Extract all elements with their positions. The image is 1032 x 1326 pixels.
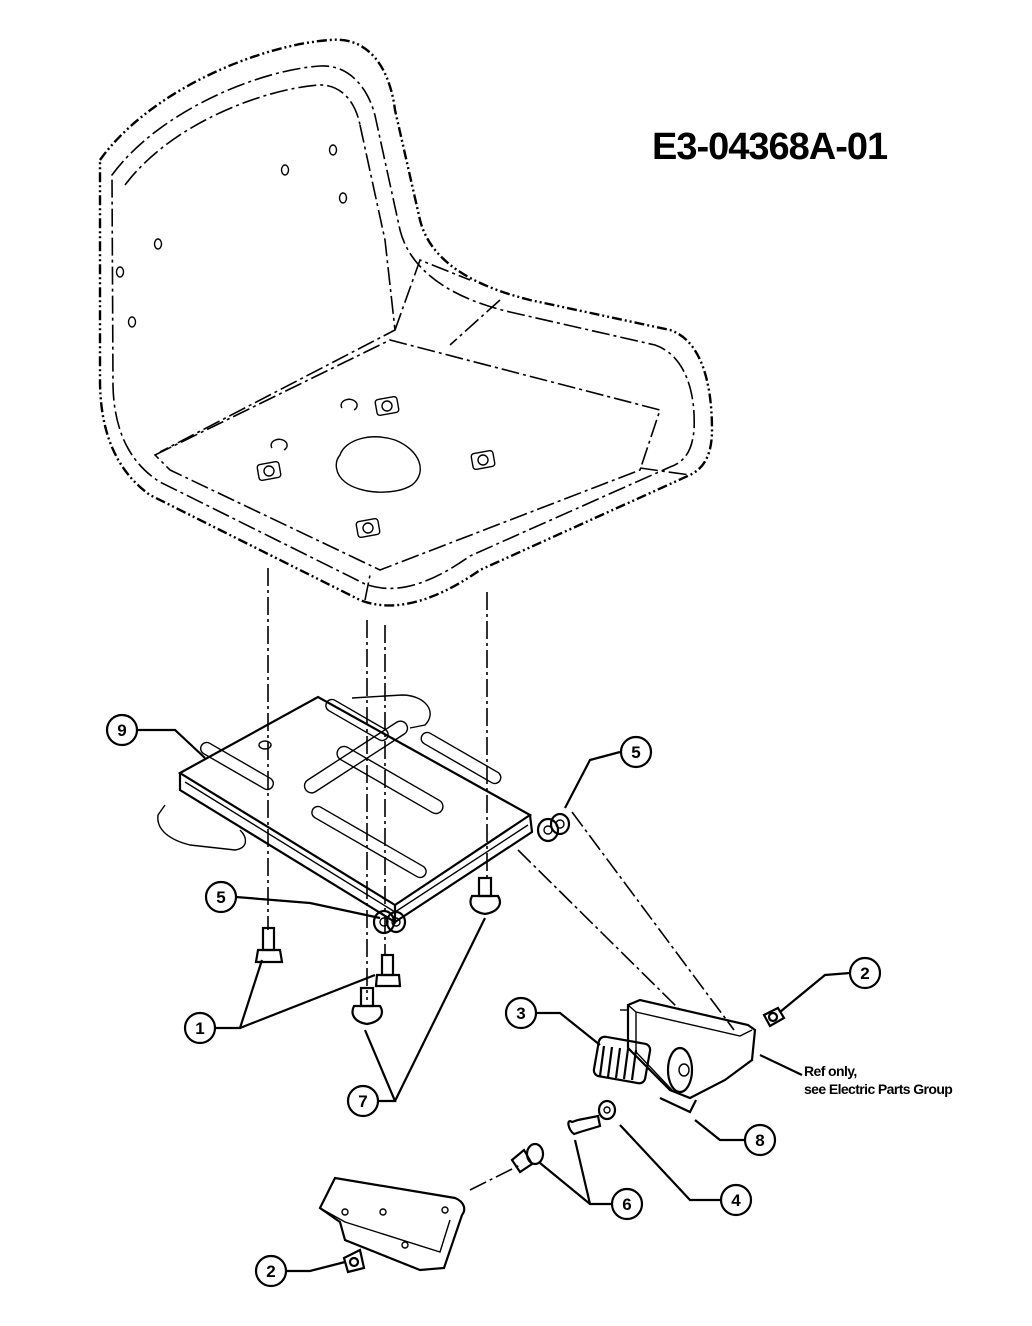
- fastener-parts: [254, 876, 501, 1026]
- callout-1: 1: [183, 1011, 217, 1045]
- reference-note: Ref only, see Electric Parts Group: [804, 1062, 953, 1098]
- seat-mounting-plate: [157, 694, 560, 935]
- svg-text:6: 6: [622, 1195, 631, 1214]
- callout-8: 8: [743, 1123, 777, 1157]
- callout-4: 4: [719, 1183, 753, 1217]
- svg-text:2: 2: [266, 1262, 275, 1281]
- lower-bracket: [318, 1142, 545, 1274]
- leader-lines: [138, 728, 851, 1273]
- callout-2-lower: 2: [254, 1254, 288, 1288]
- washer-parts: [385, 812, 571, 934]
- svg-text:4: 4: [731, 1191, 741, 1210]
- callout-2-upper: 2: [848, 956, 882, 990]
- callout-6: 6: [610, 1187, 644, 1221]
- assembly-centerlines: [267, 568, 735, 1191]
- svg-text:9: 9: [117, 721, 126, 740]
- svg-text:1: 1: [195, 1019, 204, 1038]
- reference-note-line-1: Ref only,: [804, 1063, 857, 1079]
- svg-text:2: 2: [860, 964, 869, 983]
- callout-7: 7: [346, 1084, 380, 1118]
- svg-text:5: 5: [216, 888, 225, 907]
- seat-switch-assembly: [567, 998, 786, 1136]
- callout-3: 3: [504, 996, 538, 1030]
- callout-9: 9: [105, 713, 139, 747]
- svg-text:7: 7: [358, 1092, 367, 1111]
- drawing-id-label: E3-04368A-01: [652, 126, 888, 168]
- svg-text:3: 3: [516, 1004, 525, 1023]
- svg-text:8: 8: [755, 1131, 764, 1150]
- svg-text:5: 5: [631, 743, 640, 762]
- callout-5-upper: 5: [619, 735, 653, 769]
- seat-shell: [98, 38, 714, 607]
- reference-note-line-2: see Electric Parts Group: [804, 1081, 953, 1097]
- callout-5-lower: 5: [204, 880, 238, 914]
